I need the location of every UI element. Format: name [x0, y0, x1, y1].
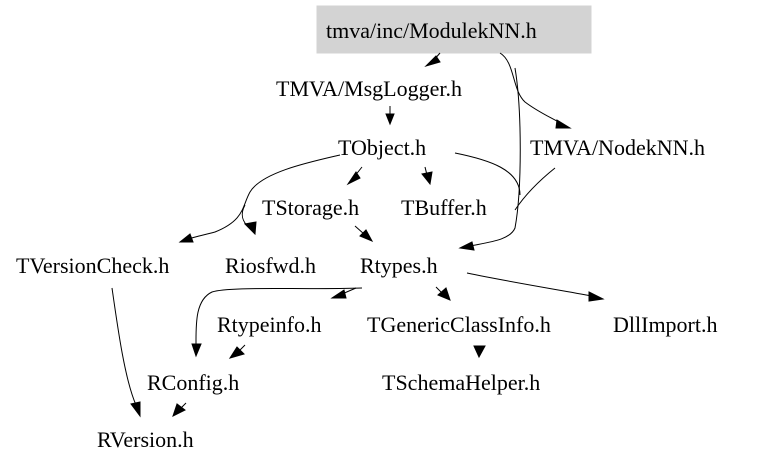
edge-rtypeinfo-rconfig — [239, 344, 246, 351]
arrowhead — [172, 403, 186, 417]
edge-moduleknn-nodeknn — [499, 52, 563, 125]
arrowhead — [437, 287, 451, 301]
node-tversioncheck: TVersionCheck.h — [16, 253, 169, 278]
node-tstorage: TStorage.h — [262, 195, 359, 220]
arrowhead — [228, 346, 245, 359]
arrowhead — [130, 401, 141, 418]
node-nodeknn: TMVA/NodekNN.h — [530, 135, 705, 160]
node-tobject: TObject.h — [338, 135, 426, 160]
node-rtypes: Rtypes.h — [360, 253, 438, 278]
edge-tobject-tversioncheck — [185, 154, 341, 241]
arrowhead — [385, 113, 395, 126]
root-node-box — [316, 5, 592, 54]
node-tschemahelper: TSchemaHelper.h — [382, 370, 540, 395]
arrowhead — [421, 171, 433, 186]
edge-rtypes-rconfig — [195, 287, 363, 346]
node-moduleknn: tmva/inc/ModulekNN.h — [326, 18, 537, 43]
edge-tobject-rtypes — [454, 152, 521, 196]
edge-tstorage-rtypes — [354, 225, 365, 235]
arrowhead — [243, 221, 257, 236]
arrowhead — [330, 289, 347, 299]
edge-tversioncheck-rversion — [111, 287, 137, 406]
node-tgenericclassinfo: TGenericClassInfo.h — [367, 312, 551, 337]
arrowhead — [555, 119, 572, 129]
edge-nodeknn-rtypes — [514, 167, 556, 211]
node-rtypeinfo: Rtypeinfo.h — [217, 312, 322, 337]
arrowhead — [424, 55, 441, 68]
node-tbuffer: TBuffer.h — [401, 195, 487, 220]
edge-rtypes-dllimport — [466, 272, 593, 297]
node-rconfig: RConfig.h — [147, 370, 239, 395]
arrowhead — [191, 343, 202, 358]
nodes: tmva/inc/ModulekNN.h TMVA/MsgLogger.h TM… — [16, 18, 718, 452]
arrowhead — [588, 291, 605, 302]
arrowhead — [346, 171, 361, 186]
arrowhead — [458, 241, 475, 251]
arrowhead — [473, 345, 486, 359]
arrowhead — [359, 229, 374, 243]
node-riosfwd: Riosfwd.h — [225, 253, 316, 278]
node-rversion: RVersion.h — [97, 427, 194, 452]
edge-moduleknn-rtypes — [469, 67, 521, 247]
edges — [111, 52, 605, 418]
node-dllimport: DllImport.h — [613, 312, 718, 337]
arrowhead — [178, 233, 194, 243]
node-msglogger: TMVA/MsgLogger.h — [276, 76, 462, 101]
